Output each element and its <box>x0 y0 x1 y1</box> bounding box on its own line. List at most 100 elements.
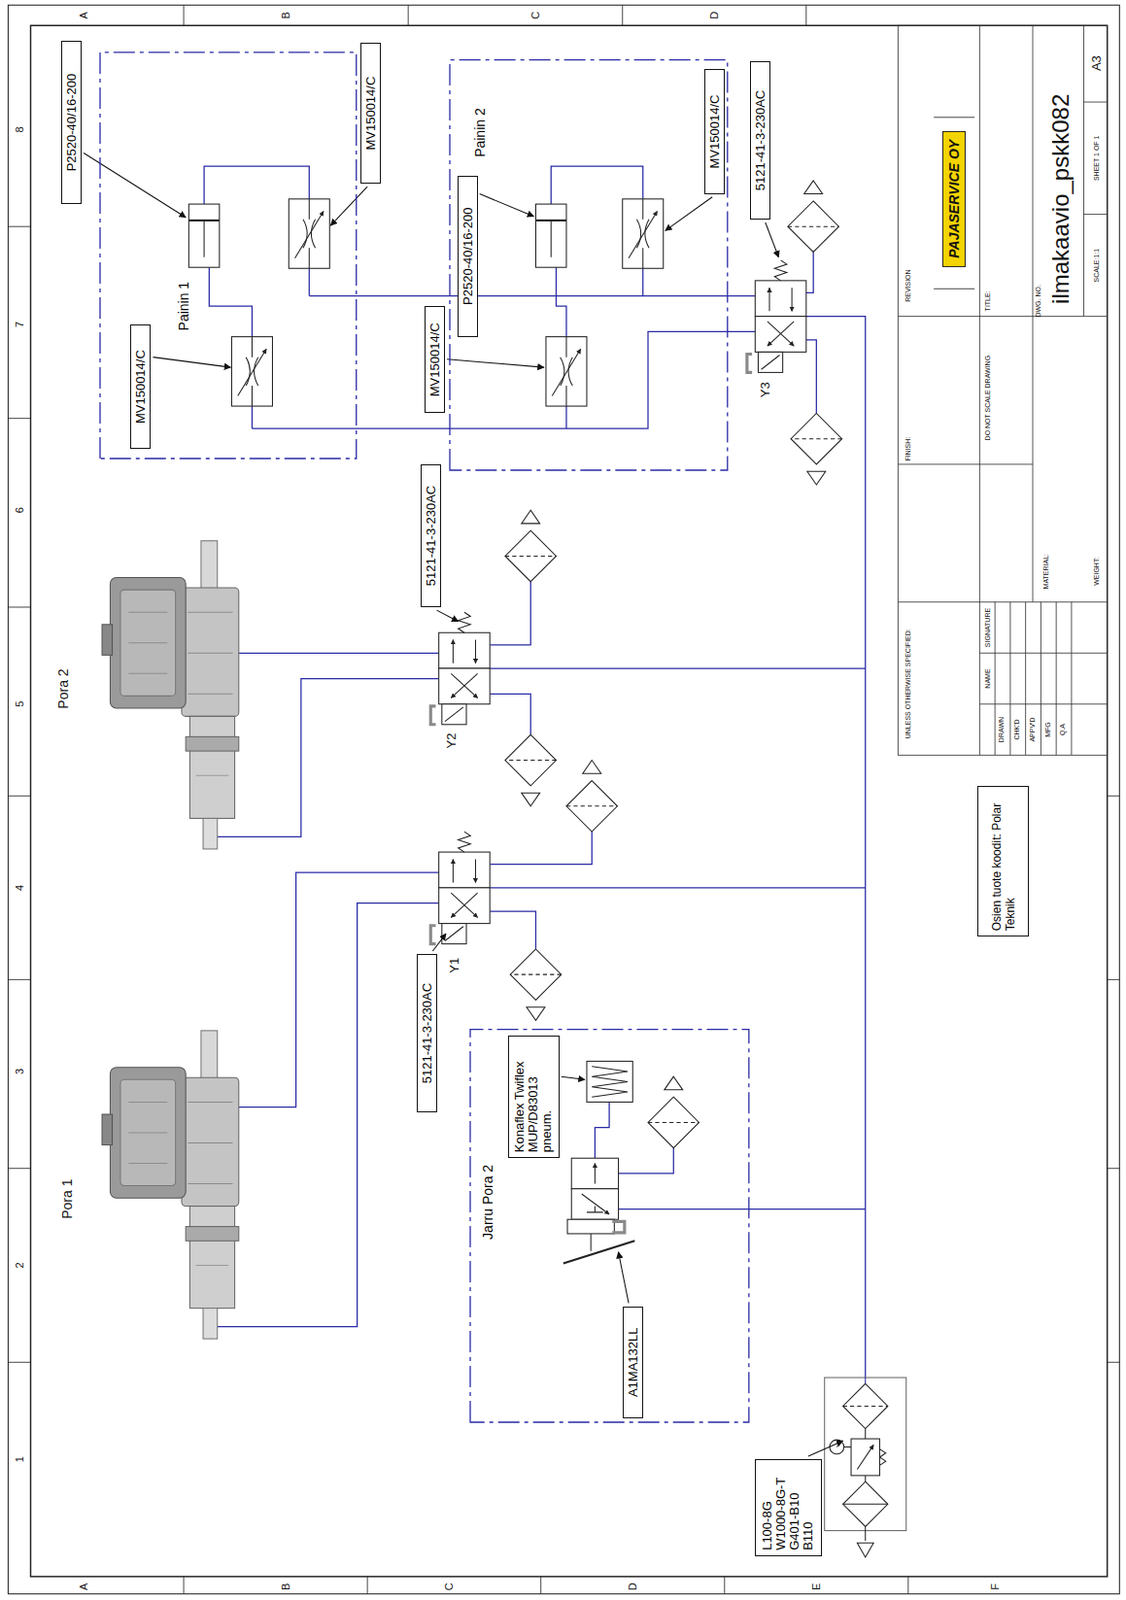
part-code: 5121-41-3-230AC <box>423 485 439 586</box>
part-code-callout: P2520-40/16-200 <box>61 40 82 205</box>
component-group: Jarru Pora 2 Konaflex Twiflex MUP/D83013 … <box>469 1028 751 1424</box>
solenoid-valve-symbol <box>747 260 807 374</box>
silencer-symbol <box>787 180 840 253</box>
company-logo: PAJASERVICE OY <box>942 131 966 268</box>
part-code: MV150014/C <box>133 349 148 424</box>
part-code-callout: P2520-40/16-200 <box>457 175 478 338</box>
drawing-sheet <box>7 4 1120 1594</box>
grid-ref: F <box>989 1583 1002 1591</box>
part-code: P2520-40/16-200 <box>460 206 476 305</box>
part-code: A1MA132LL <box>625 1328 641 1399</box>
sheet-size: A3 <box>1090 55 1105 71</box>
part-code-callout: Konaflex Twiflex MUP/D83013 pneum. <box>508 1035 560 1159</box>
note-text: Osien tuote koodit: Polar Teknik <box>989 791 1018 931</box>
air-service-unit <box>824 1377 907 1558</box>
silencer-symbol <box>566 760 618 833</box>
part-code-callout: MV150014/C <box>130 324 151 449</box>
valve-tag: Y2 <box>444 733 460 750</box>
title-block-text: APPV'D <box>1028 716 1037 742</box>
grid-ref: C <box>443 1582 456 1591</box>
grid-ref: B <box>279 1583 293 1591</box>
grid-ref: 1 <box>13 1456 27 1463</box>
title-block-text: DRAWN <box>997 716 1006 743</box>
title-block-text: WEIGHT: <box>1092 557 1101 586</box>
grid-ref: 2 <box>13 1262 27 1268</box>
title-block-text: CHK'D <box>1013 718 1022 740</box>
part-code-callout: MV150014/C <box>424 306 445 413</box>
part-code-callout: 5121-41-3-230AC <box>750 61 771 220</box>
title-block-text: FINISH: <box>904 437 913 462</box>
component-group: Painin 2 MV150014/C P2520-40/16-200 <box>448 59 729 472</box>
note-box: Osien tuote koodit: Polar Teknik <box>977 785 1029 937</box>
grid-ref: 8 <box>13 126 27 133</box>
group-label: Painin 1 <box>175 281 192 332</box>
grid-ref: E <box>810 1583 823 1591</box>
drill-label: Pora 2 <box>55 668 71 709</box>
grid-ref: D <box>708 11 721 20</box>
title-block-text: REVISION <box>904 269 913 302</box>
part-code: L100-8G W1000-8G-T G401-B10 B110 <box>760 1465 816 1551</box>
title-block-text: MATERIAL: <box>1042 553 1051 589</box>
part-code: 5121-41-3-230AC <box>752 90 768 191</box>
drawing-title: ilmakaavio_pskk082 <box>1048 94 1076 305</box>
grid-ref: C <box>529 11 543 20</box>
part-code-callout: 5121-41-3-230AC <box>416 954 438 1113</box>
title-block-text: TITLE: <box>984 290 992 311</box>
leader-lines <box>83 153 843 1457</box>
grid-ref: 4 <box>13 885 27 891</box>
solenoid-valve-symbol <box>430 831 490 945</box>
silencer-symbol <box>648 1076 700 1149</box>
dash-dot-frame <box>448 59 729 472</box>
grid-ref: D <box>626 1582 640 1591</box>
grid-ref: 5 <box>13 701 27 708</box>
title-block-text: NAME <box>984 668 992 688</box>
cylinder-symbol <box>535 204 567 268</box>
cylinder-symbol <box>188 204 220 268</box>
brake-valve-symbol <box>563 1060 636 1263</box>
frame-outline <box>449 60 728 471</box>
title-block-text: MFG <box>1044 721 1053 738</box>
flow-valve-symbol <box>622 199 664 269</box>
group-label: Painin 2 <box>472 107 488 158</box>
part-code: P2520-40/16-200 <box>64 73 79 171</box>
part-code: 5121-41-3-230AC <box>419 983 435 1084</box>
grid-ref: 6 <box>13 507 27 513</box>
silencer-symbol <box>505 510 557 582</box>
grid-ref: B <box>279 11 293 19</box>
valve-tag: Y3 <box>757 381 773 398</box>
title-block-text: UNLESS OTHERWISE SPECIFIED: <box>904 628 913 739</box>
part-code: MV150014/C <box>707 95 722 170</box>
drill-illustration <box>102 541 239 850</box>
drill-illustration <box>102 1030 239 1339</box>
title-block-text: SIGNATURE <box>984 608 992 648</box>
part-code-callout: A1MA132LL <box>622 1306 644 1420</box>
component-group: Painin 1 MV150014/C <box>99 51 358 460</box>
drill-label: Pora 1 <box>59 1179 75 1220</box>
grid-ref: 7 <box>13 321 27 328</box>
pneumatic-pipes <box>204 166 866 1378</box>
title-block-text: DWG. NO. <box>1034 284 1043 317</box>
sheet-frame <box>7 4 1120 1594</box>
grid-ref: 3 <box>13 1068 27 1075</box>
grid-ref: A <box>77 1583 91 1591</box>
silencer-symbol <box>790 412 843 485</box>
part-code-callout: L100-8G W1000-8G-T G401-B10 B110 <box>754 1459 821 1557</box>
part-code-callout: 5121-41-3-230AC <box>420 464 442 608</box>
part-code: MV150014/C <box>363 76 378 151</box>
frame-outline <box>470 1029 750 1423</box>
title-block-grid <box>897 25 1107 755</box>
title-block-text: Q.A <box>1058 723 1067 736</box>
flow-valve-symbol <box>545 337 587 407</box>
part-code-callout: MV150014/C <box>704 68 725 194</box>
title-block-text: SHEET 1 OF 1 <box>1092 136 1101 182</box>
grid-ref: A <box>77 11 91 19</box>
solenoid-valve-symbol <box>430 612 490 725</box>
flow-valve-symbol <box>231 337 273 407</box>
valve-tag: Y1 <box>447 957 463 974</box>
title-block-text: SCALE:1:1 <box>1092 248 1101 283</box>
group-label: Jarru Pora 2 <box>479 1164 496 1240</box>
silencer-symbol <box>505 734 557 807</box>
part-code: MV150014/C <box>427 322 443 397</box>
part-code: Konaflex Twiflex MUP/D83013 pneum. <box>512 1041 554 1153</box>
